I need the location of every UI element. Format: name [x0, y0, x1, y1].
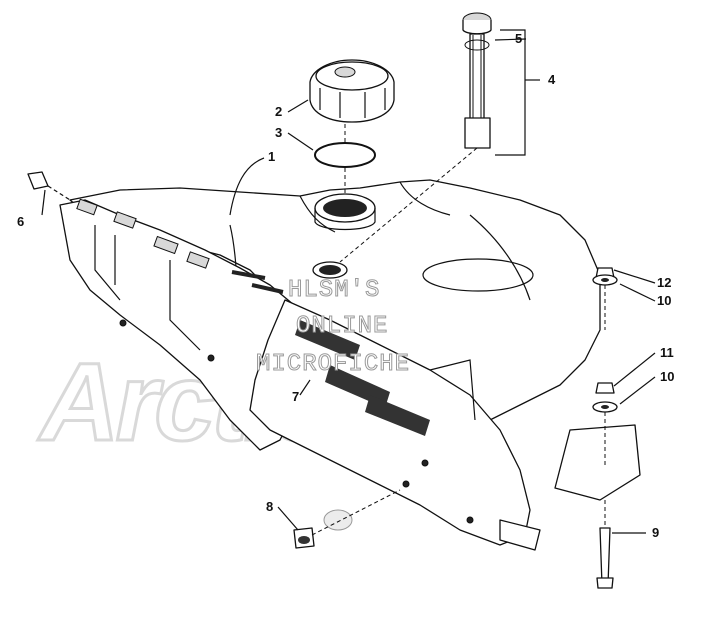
fuel-sender: [464, 33, 491, 149]
fuel-cap: [309, 59, 395, 123]
grommet-part-8: [293, 489, 401, 549]
leader-lines: [41, 29, 656, 534]
callout-1: 1: [268, 149, 275, 164]
callout-6: 6: [17, 214, 24, 229]
callout-4: 4: [548, 72, 556, 87]
watermark-line2: ONLINE: [296, 313, 388, 340]
clip-part-6: [27, 171, 71, 201]
hlsm-watermark: HLSM'S ONLINE MICROFICHE: [256, 277, 410, 379]
callout-2: 2: [275, 104, 282, 119]
callout-5: 5: [515, 31, 522, 46]
watermark-line1: HLSM'S: [288, 277, 380, 304]
callouts: 2 3 1 4 5 6 7 8 9 10 10 11 12: [17, 31, 674, 540]
bolt-9: [599, 527, 611, 586]
sender-cap: [462, 12, 492, 35]
callout-11: 11: [660, 345, 674, 360]
vent-louvers: [295, 320, 430, 436]
sender-port: [312, 261, 348, 279]
callout-9: 9: [652, 525, 659, 540]
cap-gasket: [314, 142, 376, 168]
filler-neck: [314, 193, 376, 231]
strap-pad: [554, 424, 641, 501]
nut-11: [595, 382, 615, 394]
callout-3: 3: [275, 125, 282, 140]
callout-7: 7: [292, 389, 299, 404]
callout-12: 12: [657, 275, 671, 290]
callout-10-lower: 10: [660, 369, 674, 384]
explode-lines: [339, 124, 478, 263]
callout-8: 8: [266, 499, 273, 514]
watermark-line3: MICROFICHE: [256, 351, 410, 378]
hardware-stack: [554, 267, 641, 589]
callout-10-upper: 10: [657, 293, 671, 308]
left-frame-shroud: [59, 198, 301, 451]
side-shroud: [249, 299, 541, 551]
